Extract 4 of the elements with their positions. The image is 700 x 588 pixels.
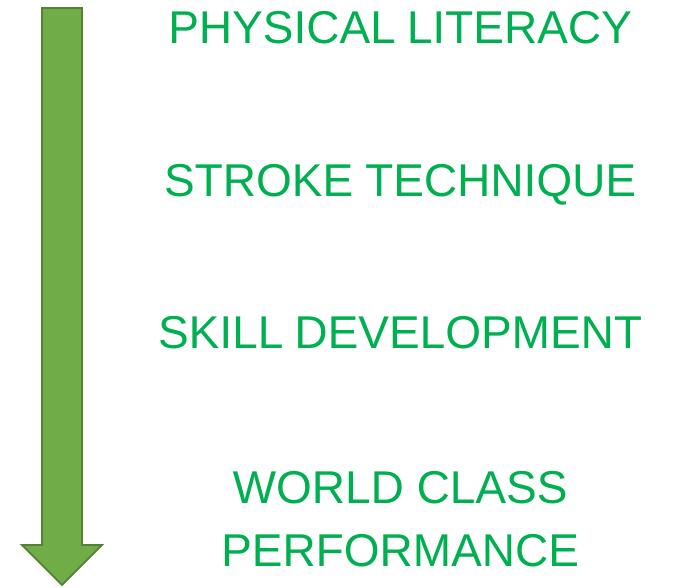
stage-label: STROKE TECHNIQUE	[163, 153, 637, 208]
stage-label: WORLD CLASS PERFORMANCE	[220, 460, 580, 578]
stage-label: PHYSICAL LITERACY	[167, 0, 633, 55]
stage-label: SKILL DEVELOPMENT	[156, 305, 643, 360]
